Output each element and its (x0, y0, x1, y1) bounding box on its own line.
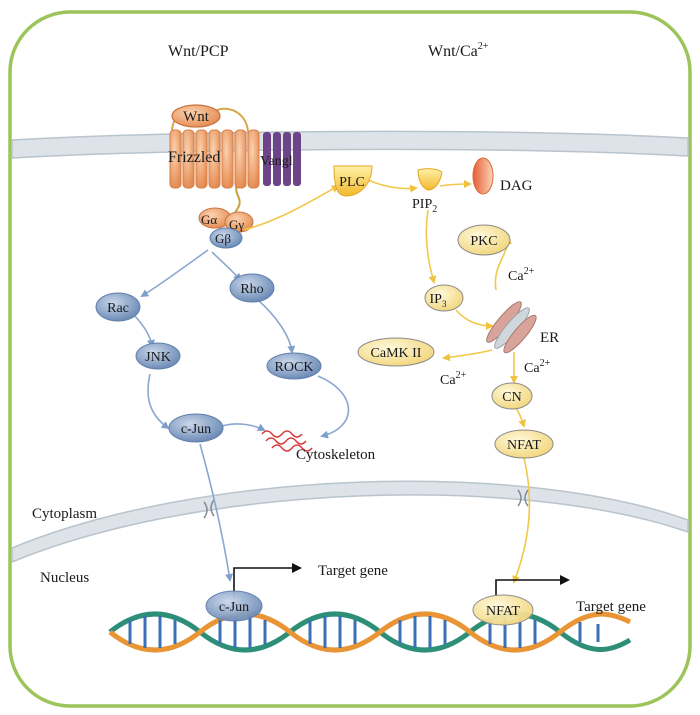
jnk-label: JNK (145, 350, 171, 365)
node-rock: ROCK (266, 352, 322, 380)
rho-label: Rho (240, 282, 263, 297)
node-ip3: IP3 (424, 284, 464, 312)
node-rac: Rac (95, 292, 141, 322)
nuclear-pore-right (517, 489, 529, 507)
g-protein-complex: Gα Gγ Gβ (198, 207, 254, 249)
rac-label: Rac (107, 301, 129, 316)
wnt-label: Wnt (183, 109, 210, 125)
cytoskeleton-label: Cytoskeleton (296, 447, 376, 463)
ca-arrows (243, 179, 531, 584)
wnt-ligand (171, 104, 221, 128)
title-wnt-pcp: Wnt/PCP (168, 43, 229, 60)
ip3-label: IP3 (430, 292, 447, 309)
title-wnt-ca: Wnt/Ca2+ (428, 41, 489, 60)
node-pkc: PKC (457, 224, 511, 256)
rock-label: ROCK (275, 360, 314, 375)
ca-ion-cn: Ca2+ (524, 358, 551, 376)
node-cjun-nucleus: c-Jun (205, 590, 263, 622)
ca-ion-camk: Ca2+ (440, 370, 467, 388)
cjun-label: c-Jun (181, 422, 211, 437)
cjun-nucleus-label: c-Jun (219, 600, 249, 615)
dna-helix (108, 611, 632, 653)
cytoplasm-label: Cytoplasm (32, 506, 97, 522)
pkc-label: PKC (470, 234, 497, 249)
node-jnk: JNK (135, 342, 181, 370)
node-rho: Rho (229, 273, 275, 303)
node-nfat-cytoplasm: NFAT (494, 429, 554, 459)
pip2-label: PIP2 (412, 197, 437, 215)
nfat-cytoplasm-label: NFAT (507, 438, 541, 453)
nfat-nucleus-label: NFAT (486, 604, 520, 619)
transcription-arrow-cjun (233, 563, 302, 598)
g-gamma-label: Gγ (229, 217, 244, 232)
endoplasmic-reticulum (486, 301, 537, 354)
transcription-arrow-nfat (495, 575, 570, 596)
pip2-shape (417, 168, 443, 191)
node-camk2: CaMK II (357, 337, 435, 367)
camk2-label: CaMK II (371, 346, 422, 361)
er-label: ER (540, 330, 559, 346)
cytoskeleton-filaments (261, 430, 313, 452)
target-gene-label-cjun: Target gene (318, 563, 388, 579)
ca-ion-pkc: Ca2+ (508, 266, 535, 284)
node-plc: PLC (333, 165, 373, 197)
nuclear-pore-left (203, 499, 215, 519)
dag-shape (472, 157, 494, 195)
nucleus-label: Nucleus (40, 570, 89, 586)
node-nfat-nucleus: NFAT (472, 594, 534, 626)
dag-label: DAG (500, 178, 533, 194)
plc-label: PLC (339, 175, 365, 190)
frizzled-label: Frizzled (168, 149, 220, 166)
frizzled-receptor (169, 107, 260, 221)
vangl-label: Vangl (260, 154, 293, 169)
vangl-protein (263, 132, 301, 186)
target-gene-label-nfat: Target gene (576, 599, 646, 615)
node-cjun: c-Jun (168, 413, 224, 443)
node-cn: CN (491, 382, 533, 410)
g-beta-label: Gβ (215, 231, 231, 246)
cn-label: CN (502, 390, 521, 405)
g-alpha-label: Gα (201, 212, 217, 227)
